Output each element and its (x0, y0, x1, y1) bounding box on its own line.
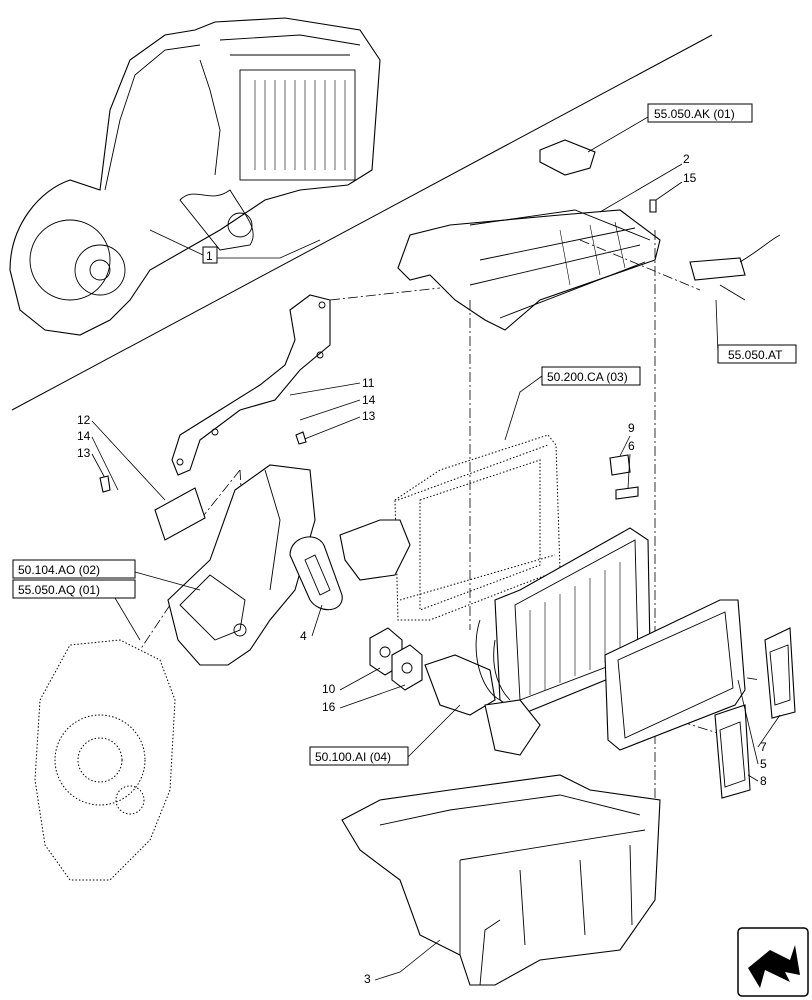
callout-1: 1 (206, 249, 213, 263)
control-module (539, 139, 596, 176)
bracket-part-11 (171, 294, 331, 476)
grommet-part-4 (289, 536, 343, 611)
sensor-harness (689, 257, 746, 281)
filter-part-7 (764, 627, 796, 719)
callout-9: 9 (628, 421, 635, 435)
callout-13a: 13 (77, 446, 91, 460)
callout-13b: 13 (362, 409, 376, 423)
lower-case-part-3 (341, 774, 661, 986)
callout-5: 5 (760, 757, 767, 771)
pad-part-6 (615, 486, 639, 500)
gasket-part-16 (391, 644, 423, 691)
callout-14b: 14 (362, 393, 376, 407)
clip-part-9 (609, 454, 631, 476)
overview-core-fins (254, 80, 346, 170)
callout-12: 12 (77, 413, 91, 427)
overview-hvac-assembly (9, 17, 381, 336)
screw-part-13b (295, 431, 307, 445)
screw-part-15 (649, 199, 657, 213)
callout-11: 11 (362, 376, 375, 390)
screw-part-13a (99, 475, 111, 493)
callout-15: 15 (683, 171, 697, 185)
callout-2: 2 (683, 152, 690, 166)
ref-50-200-CA: 50.200.CA (03) (547, 370, 628, 384)
air-duct (167, 464, 316, 666)
ref-55-050-AK: 55.050.AK (01) (654, 107, 735, 121)
ref-50-104-AO: 50.104.AO (02) (18, 563, 100, 577)
ref-55-050-AT: 55.050.AT (728, 348, 783, 362)
upper-case-part-2 (397, 209, 661, 331)
pipe-fittings (339, 519, 541, 756)
separator-line (11, 34, 713, 411)
seal-frame-part-5 (604, 599, 746, 751)
plate-part-12 (154, 487, 206, 541)
blower-unit (34, 639, 176, 881)
ref-50-100-AI: 50.100.AI (04) (315, 750, 391, 764)
callout-7: 7 (760, 740, 767, 754)
ref-55-050-AQ: 55.050.AQ (01) (18, 583, 100, 597)
callout-14a: 14 (77, 429, 91, 443)
navigation-arrow-icon[interactable] (737, 927, 809, 997)
callout-4: 4 (300, 629, 307, 643)
callout-3: 3 (364, 972, 371, 986)
callout-6: 6 (628, 439, 635, 453)
callout-10: 10 (322, 682, 336, 696)
callout-16: 16 (322, 700, 336, 714)
callout-8: 8 (760, 774, 767, 788)
